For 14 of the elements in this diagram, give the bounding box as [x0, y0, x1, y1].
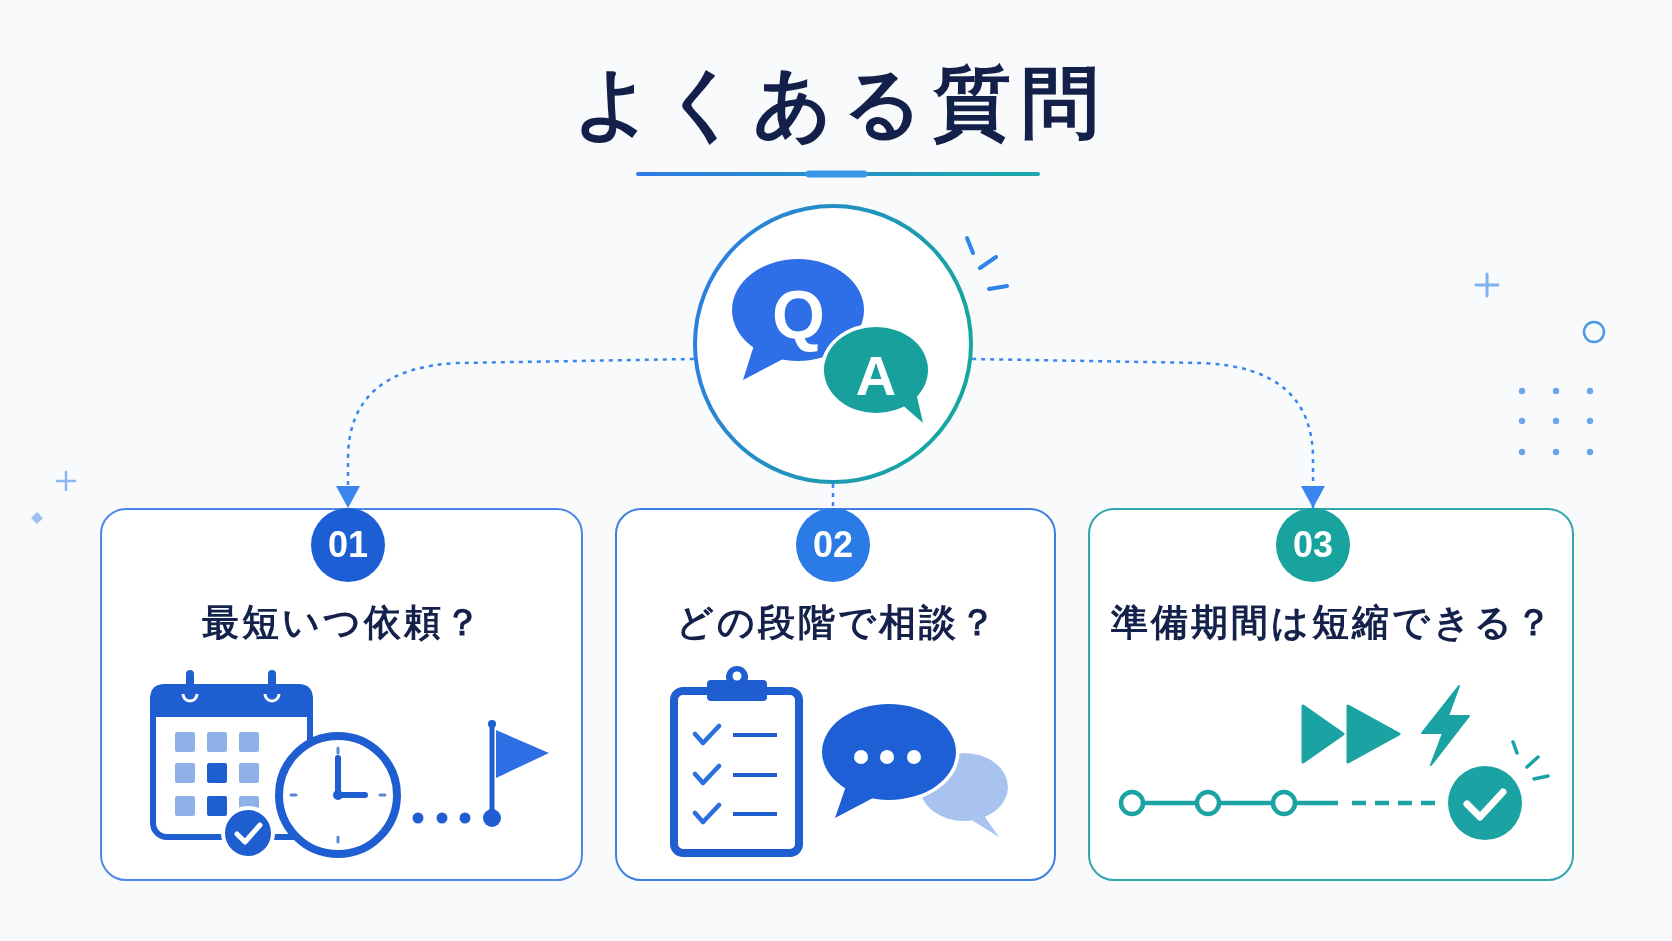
title: よくある質問	[573, 58, 1109, 148]
question-text: 最短いつ依頼？	[202, 600, 484, 646]
dotted-arrow	[972, 357, 1325, 508]
number-badge: 01	[311, 508, 385, 582]
question-card	[615, 508, 1056, 881]
number-badge: 03	[1276, 508, 1350, 582]
question-card	[100, 508, 583, 881]
number-badge: 02	[796, 508, 870, 582]
question-text: どの段階で相談？	[675, 600, 999, 646]
question-text: 準備期間は短縮できる？	[1110, 600, 1555, 646]
question-card	[1088, 508, 1574, 881]
dotted-arrow	[336, 357, 694, 508]
qa-circle	[693, 204, 973, 484]
dotted-line	[831, 484, 835, 508]
